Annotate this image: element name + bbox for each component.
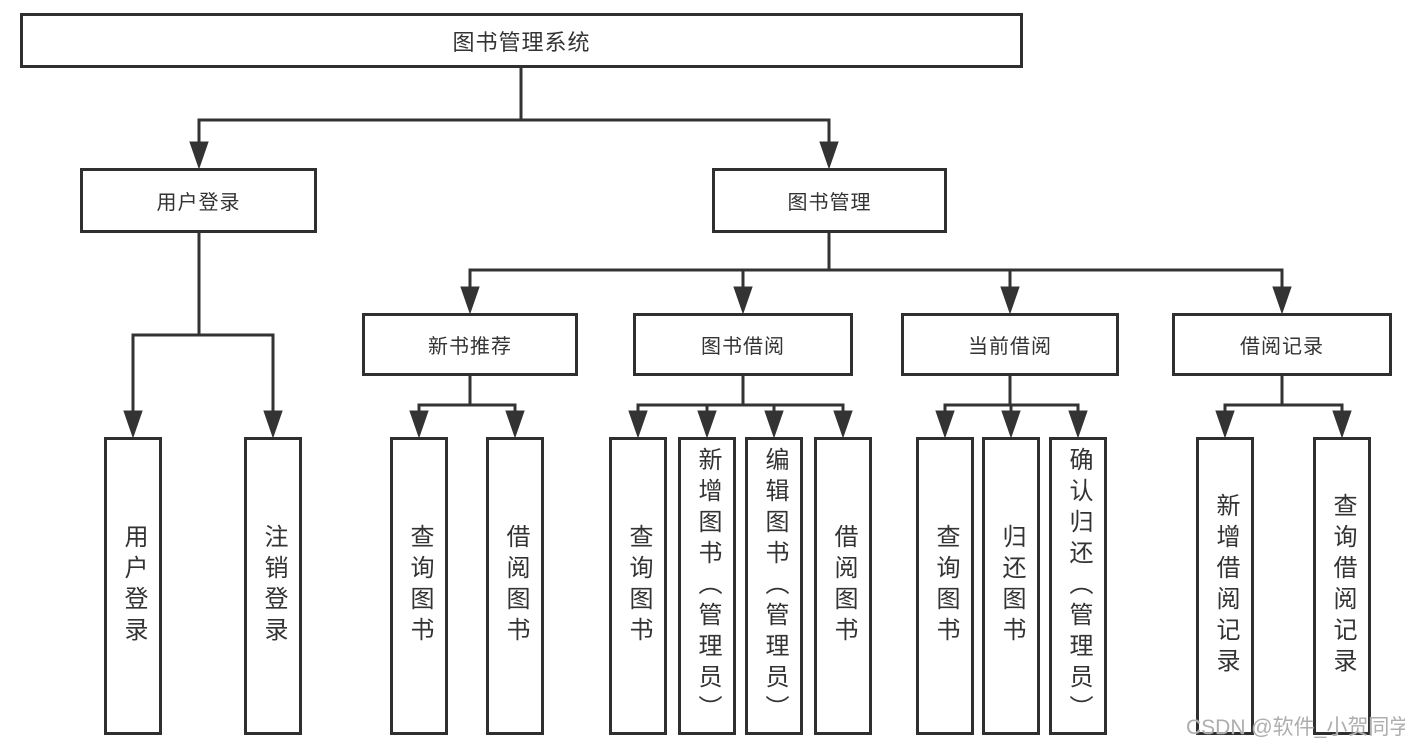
leaf-add-borrow-record: 新增借阅记录 (1196, 437, 1254, 735)
leaf-edit-book-admin-label: 编辑图书（管理员） (761, 446, 788, 726)
leaf-return-books: 归还图书 (982, 437, 1040, 735)
leaf-borrow-books-recommend: 借阅图书 (486, 437, 544, 735)
node-borrowing-records: 借阅记录 (1172, 313, 1392, 376)
leaf-borrow-books: 借阅图书 (814, 437, 872, 735)
leaf-query-books-borrowing: 查询图书 (609, 437, 667, 735)
leaf-query-books-recommend-label: 查询图书 (406, 524, 433, 648)
node-current-borrowing: 当前借阅 (901, 313, 1119, 376)
node-borrowing-records-label: 借阅记录 (1240, 336, 1324, 358)
node-book-management: 图书管理 (712, 168, 947, 233)
node-user-login: 用户登录 (80, 168, 317, 233)
leaf-logout-label: 注销登录 (260, 524, 287, 648)
node-root-label: 图书管理系统 (452, 29, 591, 55)
leaf-return-books-label: 归还图书 (998, 524, 1025, 648)
leaf-borrow-books-label: 借阅图书 (830, 524, 857, 648)
leaf-logout: 注销登录 (244, 437, 302, 735)
node-book-management-label: 图书管理 (787, 192, 872, 214)
watermark: CSDN @软件_小贺同学 (1186, 716, 1405, 739)
leaf-user-login-label: 用户登录 (120, 524, 147, 648)
node-root: 图书管理系统 (20, 13, 1023, 68)
node-book-borrowing-label: 图书借阅 (701, 336, 785, 358)
leaf-confirm-return-admin-label: 确认归还（管理员） (1065, 446, 1092, 726)
node-new-book-recommendation-label: 新书推荐 (428, 336, 512, 358)
node-current-borrowing-label: 当前借阅 (968, 336, 1052, 358)
node-user-login-label: 用户登录 (156, 192, 241, 214)
leaf-confirm-return-admin: 确认归还（管理员） (1049, 437, 1107, 735)
node-book-borrowing: 图书借阅 (633, 313, 853, 376)
leaf-add-borrow-record-label: 新增借阅记录 (1212, 493, 1239, 679)
leaf-borrow-books-recommend-label: 借阅图书 (502, 524, 529, 648)
leaf-query-borrow-record: 查询借阅记录 (1313, 437, 1371, 735)
leaf-query-borrow-record-label: 查询借阅记录 (1329, 493, 1356, 679)
leaf-query-books-current: 查询图书 (916, 437, 974, 735)
leaf-user-login: 用户登录 (104, 437, 162, 735)
node-new-book-recommendation: 新书推荐 (362, 313, 578, 376)
leaf-add-book-admin: 新增图书（管理员） (678, 437, 736, 735)
leaf-query-books-recommend: 查询图书 (390, 437, 448, 735)
leaf-edit-book-admin: 编辑图书（管理员） (745, 437, 803, 735)
leaf-query-books-borrowing-label: 查询图书 (625, 524, 652, 648)
leaf-add-book-admin-label: 新增图书（管理员） (694, 446, 721, 726)
leaf-query-books-current-label: 查询图书 (932, 524, 959, 648)
